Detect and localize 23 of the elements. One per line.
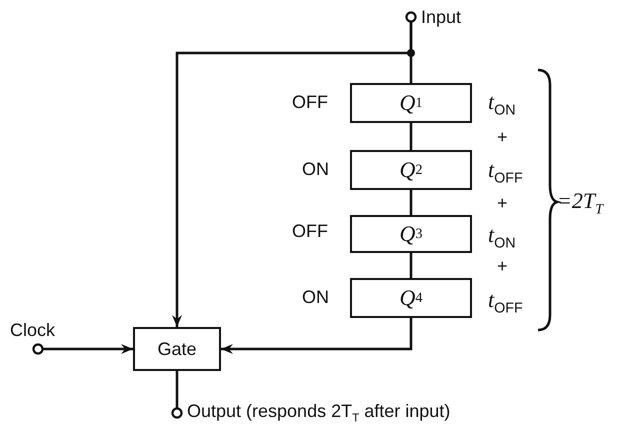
connector-line <box>410 123 412 150</box>
state-label: ON <box>302 160 329 178</box>
sum-label: =2T$_{T}$ <box>557 190 604 217</box>
connector-line <box>410 253 412 278</box>
time-label: t$_{OFF}$ <box>488 289 523 316</box>
time-label: t$_{ON}$ <box>488 91 516 118</box>
arrow <box>172 22 412 327</box>
time-label: t$_{OFF}$ <box>488 159 523 186</box>
plus-sign: + <box>497 128 508 146</box>
gate-box: Gate <box>133 327 221 371</box>
arrow <box>221 318 412 354</box>
state-label: OFF <box>292 93 328 111</box>
terminal-label: Output (responds 2T$_{T}$ after input) <box>187 401 450 425</box>
connector-line <box>410 190 412 215</box>
state-label: ON <box>302 288 329 306</box>
plus-sign: + <box>497 257 508 275</box>
terminal-label: Clock <box>10 320 56 341</box>
terminal-label: Input <box>421 6 462 28</box>
connector-line <box>176 371 178 408</box>
time-label: t$_{ON}$ <box>488 224 516 251</box>
state-label: OFF <box>292 222 328 240</box>
plus-sign: + <box>497 194 508 212</box>
arrow <box>43 344 134 354</box>
